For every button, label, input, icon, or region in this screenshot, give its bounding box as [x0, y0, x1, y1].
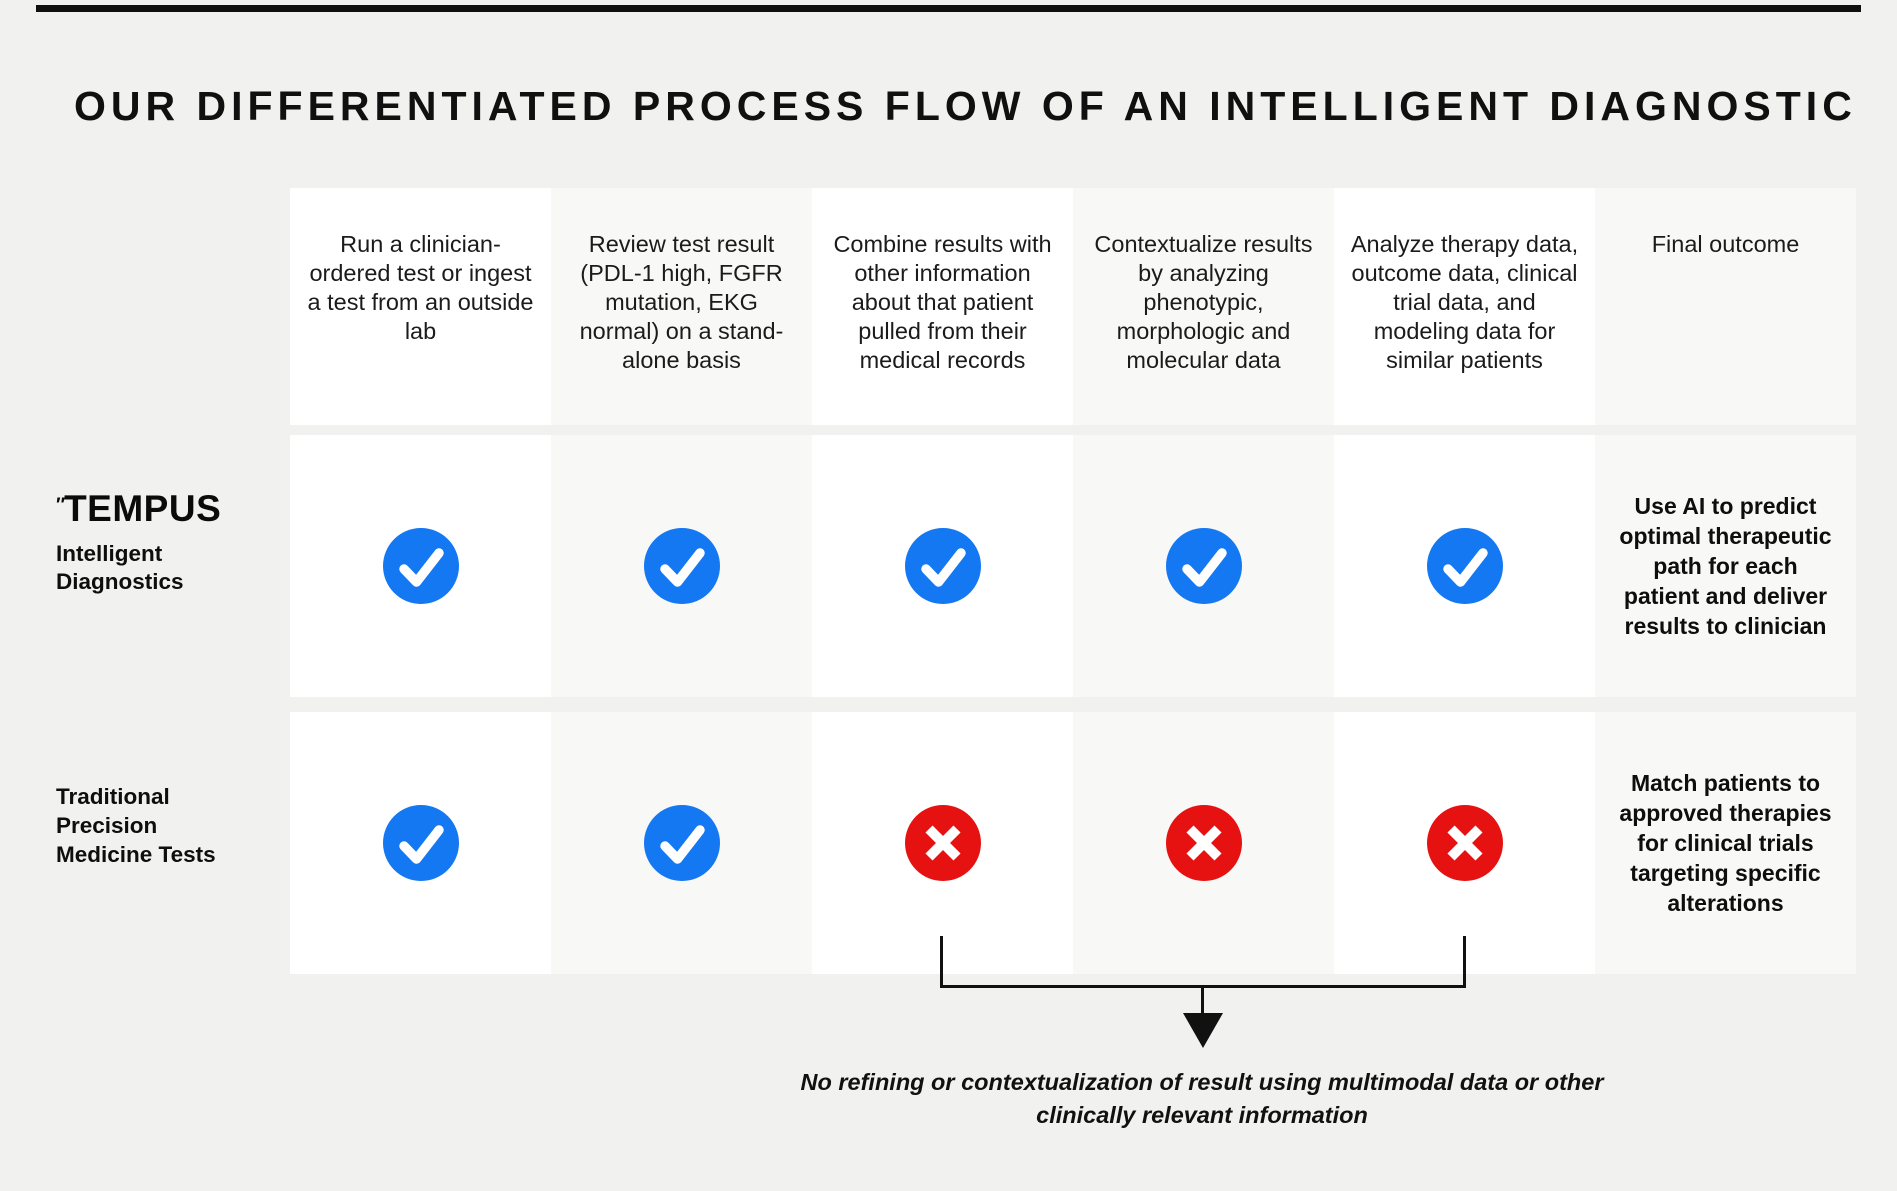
cell-tempus-step-3: [812, 435, 1073, 697]
bracket-left-leg: [940, 936, 943, 988]
cell-traditional-step-3: [812, 712, 1073, 974]
bracket-right-leg: [1463, 936, 1466, 988]
cell-tempus-step-2: [551, 435, 812, 697]
check-icon: [1165, 528, 1242, 604]
column-header-text: Final outcome: [1651, 231, 1800, 257]
down-arrow-icon: [1183, 1013, 1223, 1048]
column-header-step-5: Analyze therapy data, outcome data, clin…: [1334, 188, 1595, 425]
cell-traditional-final-outcome: Match patients to approved therapies for…: [1595, 712, 1856, 974]
column-header-text: Contextualize results by analyzing pheno…: [1094, 231, 1313, 373]
column-header-text: Run a clinician-ordered test or ingest a…: [307, 231, 534, 344]
cross-icon: [1165, 805, 1242, 881]
cell-tempus-step-5: [1334, 435, 1595, 697]
down-arrow-stem: [1201, 985, 1204, 1015]
header-row: Run a clinician-ordered test or ingest a…: [290, 188, 1856, 425]
cross-icon: [904, 805, 981, 881]
check-icon: [643, 805, 720, 881]
tempus-row-sublabel: Intelligent Diagnostics: [56, 541, 184, 594]
annotation-line-1: No refining or contextualization of resu…: [800, 1069, 1604, 1095]
column-header-text: Analyze therapy data, outcome data, clin…: [1350, 231, 1579, 373]
top-accent-bar: [36, 5, 1861, 12]
cross-icon: [1426, 805, 1503, 881]
check-icon: [1426, 528, 1503, 604]
cell-tempus-final-outcome: Use AI to predict optimal therapeutic pa…: [1595, 435, 1856, 697]
tempus-logo-ticks: ″: [56, 495, 66, 517]
column-header-step-3: Combine results with other information a…: [812, 188, 1073, 425]
annotation-text: No refining or contextualization of resu…: [792, 1066, 1612, 1132]
cell-tempus-step-1: [290, 435, 551, 697]
check-icon: [643, 528, 720, 604]
traditional-outcome-text: Match patients to approved therapies for…: [1619, 770, 1832, 916]
check-icon: [904, 528, 981, 604]
check-icon: [382, 528, 459, 604]
tempus-logo: ″TEMPUS: [56, 488, 266, 530]
tempus-row-label: ″TEMPUS Intelligent Diagnostics: [56, 488, 266, 596]
column-header-final-outcome: Final outcome: [1595, 188, 1856, 425]
tempus-logo-wordmark: TEMPUS: [64, 488, 222, 529]
cell-traditional-step-5: [1334, 712, 1595, 974]
column-header-step-4: Contextualize results by analyzing pheno…: [1073, 188, 1334, 425]
cell-traditional-step-2: [551, 712, 812, 974]
row-tempus-intelligent-diagnostics: Use AI to predict optimal therapeutic pa…: [290, 435, 1856, 697]
check-icon: [382, 805, 459, 881]
column-header-text: Review test result (PDL-1 high, FGFR mut…: [579, 231, 784, 373]
page-title: OUR DIFFERENTIATED PROCESS FLOW OF AN IN…: [74, 83, 1857, 130]
column-header-step-2: Review test result (PDL-1 high, FGFR mut…: [551, 188, 812, 425]
traditional-row-label: Traditional Precision Medicine Tests: [56, 784, 216, 867]
cell-traditional-step-1: [290, 712, 551, 974]
tempus-outcome-text: Use AI to predict optimal therapeutic pa…: [1619, 493, 1832, 639]
row-traditional-precision-medicine: Match patients to approved therapies for…: [290, 712, 1856, 974]
column-header-step-1: Run a clinician-ordered test or ingest a…: [290, 188, 551, 425]
annotation-line-2: clinically relevant information: [1036, 1102, 1368, 1128]
column-header-text: Combine results with other information a…: [833, 231, 1052, 373]
cell-traditional-step-4: [1073, 712, 1334, 974]
cell-tempus-step-4: [1073, 435, 1334, 697]
